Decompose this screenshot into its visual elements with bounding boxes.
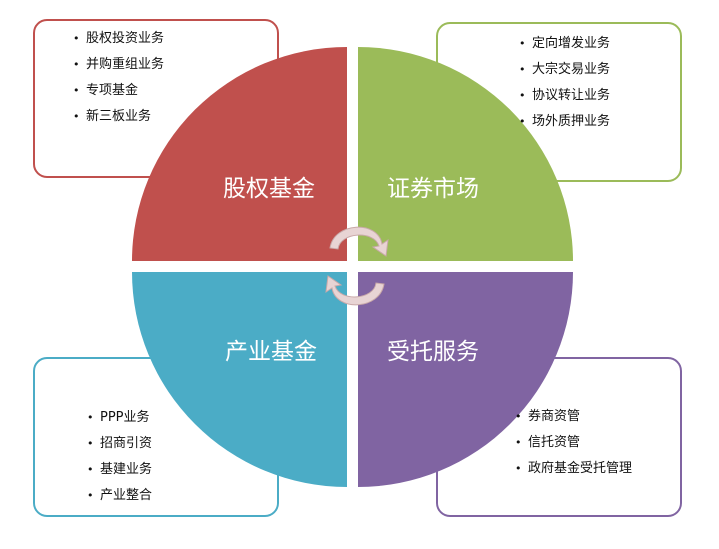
list-item: 场外质押业务 xyxy=(519,114,610,140)
list-item: 并购重组业务 xyxy=(73,57,164,83)
quadrant-title-industry-fund: 产业基金 xyxy=(225,339,317,365)
quadrant-title-trust-services: 受托服务 xyxy=(387,339,479,365)
quadrant-title-equity-fund: 股权基金 xyxy=(223,176,315,202)
list-item: PPP业务 xyxy=(87,410,152,436)
list-item: 券商资管 xyxy=(515,409,632,435)
quadrant-trust-services xyxy=(358,272,573,487)
list-item: 专项基金 xyxy=(73,83,164,109)
list-item: 定向增发业务 xyxy=(519,36,610,62)
quadrant-industry-fund xyxy=(132,272,347,487)
list-item: 产业整合 xyxy=(87,488,152,514)
list-item: 政府基金受托管理 xyxy=(515,461,632,487)
list-item: 协议转让业务 xyxy=(519,88,610,114)
industry-fund-item-list: PPP业务 招商引资 基建业务 产业整合 xyxy=(87,410,152,514)
cycle-arrow-top xyxy=(329,226,389,257)
quadrant-title-securities-market: 证券市场 xyxy=(387,176,479,202)
quadrant-equity-fund xyxy=(132,47,347,261)
quadrant-securities-market xyxy=(358,47,573,261)
equity-fund-item-list: 股权投资业务 并购重组业务 专项基金 新三板业务 xyxy=(73,31,164,135)
list-item: 大宗交易业务 xyxy=(519,62,610,88)
trust-services-item-list: 券商资管 信托资管 政府基金受托管理 xyxy=(515,409,632,487)
list-item: 信托资管 xyxy=(515,435,632,461)
list-item: 股权投资业务 xyxy=(73,31,164,57)
securities-market-item-list: 定向增发业务 大宗交易业务 协议转让业务 场外质押业务 xyxy=(519,36,610,140)
list-item: 基建业务 xyxy=(87,462,152,488)
cycle-arrows-icon xyxy=(325,226,389,306)
list-item: 新三板业务 xyxy=(73,109,164,135)
list-item: 招商引资 xyxy=(87,436,152,462)
cycle-arrow-bottom xyxy=(325,275,385,306)
